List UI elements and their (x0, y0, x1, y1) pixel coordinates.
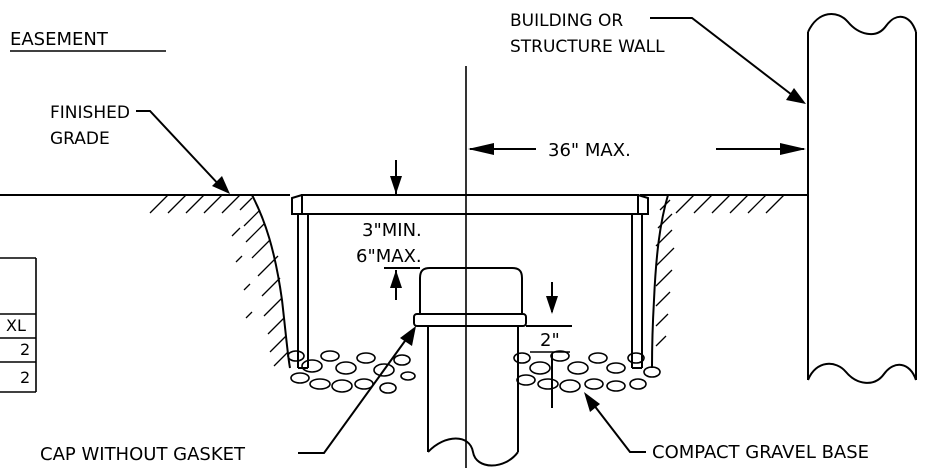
finished-label-line2: GRADE (50, 129, 110, 149)
finished-leader (136, 110, 223, 189)
soil-hatch-left (149, 194, 289, 367)
finished-label-line1: FINISHED (50, 103, 130, 123)
dim-2-inch: 2" (526, 282, 572, 408)
excavation-right (651, 194, 669, 369)
gravel-leader (589, 399, 646, 453)
building-wall (807, 13, 917, 384)
valve-box-walls (297, 213, 643, 369)
table-cell-1: XL (6, 316, 26, 335)
table-cell-3: 2 (20, 368, 30, 387)
building-label-line1: BUILDING OR (510, 11, 623, 31)
lid-flange-right (637, 194, 649, 215)
dim-2-label: 2" (540, 330, 560, 351)
dim-cover-depth: 3"MIN. 6"MAX. (356, 160, 422, 300)
cap-leader (298, 333, 411, 454)
gravel-left (287, 350, 416, 394)
lid-flange-left (291, 194, 303, 215)
table-cell-2: 2 (20, 340, 30, 359)
soil-hatch-right (655, 194, 785, 347)
building-leader (650, 17, 797, 99)
dim-36-label: 36" MAX. (548, 140, 631, 161)
dim-36-max: 36" MAX. (468, 140, 806, 161)
partial-table: XL 2 2 (0, 257, 37, 393)
valve-box-lid (301, 194, 639, 215)
building-arrowhead (786, 88, 806, 104)
gravel-right (513, 350, 661, 393)
riser-pipe (427, 326, 519, 467)
easement-label: EASEMENT (10, 29, 109, 50)
cap-label: CAP WITHOUT GASKET (40, 444, 246, 465)
cap-arrowhead (400, 326, 416, 346)
excavation-left (251, 194, 291, 369)
dim-6max-label: 6"MAX. (356, 246, 422, 267)
easement-title: EASEMENT (10, 29, 166, 52)
finished-arrowhead (212, 176, 230, 194)
pipe-cap (413, 267, 527, 327)
gravel-arrowhead (584, 392, 600, 412)
building-label-line2: STRUCTURE WALL (510, 37, 665, 57)
gravel-label: COMPACT GRAVEL BASE (652, 442, 869, 463)
dim-3min-label: 3"MIN. (362, 220, 422, 241)
